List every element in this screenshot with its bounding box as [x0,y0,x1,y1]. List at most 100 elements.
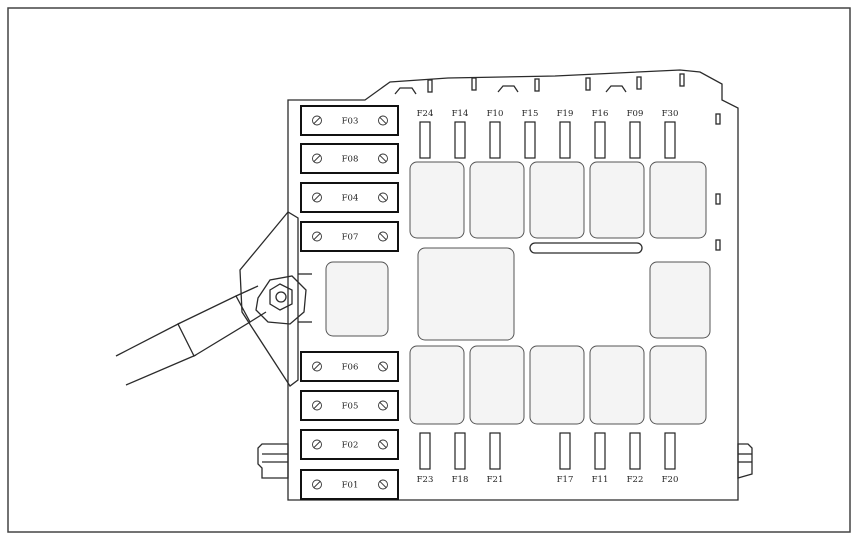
screw-slot [379,441,387,448]
mini-fuse-slot [629,432,641,470]
screw-icon [378,361,388,372]
mini-fuse: F24 [417,109,434,159]
right-side-tab [737,443,753,479]
maxi-fuse: F05 [300,390,399,421]
screw-slot [313,194,321,201]
top-notches [394,73,685,95]
mini-fuse-slot [524,121,536,159]
maxi-fuse: F03 [300,105,399,136]
relay-cavity [409,161,465,239]
mini-fuse-slot [454,432,466,470]
relay-cavity [417,247,515,341]
power-cable [115,285,267,386]
mini-fuse: F18 [452,432,469,485]
mini-fuse: F21 [487,432,503,485]
mini-fuse-slot [629,121,641,159]
relay-cavity [589,345,645,425]
fuse-box-body [287,69,739,501]
screw-icon [312,400,322,411]
mini-fuse-label: F22 [627,475,644,485]
relay-cavity [589,161,645,239]
mini-fuse-slot [594,121,606,159]
screw-icon [312,479,322,490]
mini-fuse: F10 [487,109,504,159]
mini-fuse-label: F30 [662,109,679,119]
mini-fuse-label: F11 [592,475,609,485]
maxi-fuse: F06 [300,351,399,382]
mini-fuse: F14 [452,109,469,159]
relay-cavity [469,345,525,425]
screw-icon [378,400,388,411]
mini-fuse-label: F10 [487,109,504,119]
relay-cavity [649,345,707,425]
mini-fuse-label: F16 [592,109,609,119]
mini-fuse-slot [454,121,466,159]
screw-icon [312,361,322,372]
screw-icon [378,479,388,490]
relay-cavity [469,161,525,239]
screw-slot [379,117,387,124]
screw-icon [378,153,388,164]
maxi-fuse-label: F08 [342,155,359,165]
mini-fuse-label: F09 [627,109,644,119]
screw-slot [379,481,387,488]
maxi-fuse-label: F05 [342,402,359,412]
mini-fuse-label: F17 [557,475,574,485]
maxi-fuse-label: F02 [342,441,359,451]
screw-icon [312,192,322,203]
left-side-tab [257,443,289,479]
maxi-fuse-label: F03 [342,117,359,127]
screw-slot [379,233,387,240]
relay-cavity [649,261,711,339]
mini-fuse: F23 [417,432,433,485]
screw-slot [313,155,321,162]
mini-fuse-slot [559,121,571,159]
mini-fuse-slot [559,432,571,470]
mini-fuse-slot [419,121,431,159]
relay-cavity [529,345,585,425]
mini-fuse-slot [664,432,676,470]
mini-fuse: F30 [662,109,679,159]
maxi-fuse-label: F07 [342,233,359,243]
mini-fuse-label: F20 [662,475,679,485]
mini-fuse-label: F18 [452,475,469,485]
mini-fuse-label: F14 [452,109,469,119]
mini-fuse-slot [419,432,431,470]
maxi-fuse-body [300,143,399,174]
screw-slot [313,363,321,370]
terminal-nut-icon [255,273,312,325]
maxi-fuse: F04 [300,182,399,213]
mini-fuse: F15 [522,109,539,159]
maxi-fuse-label: F01 [342,481,359,491]
mini-fuse-label: F15 [522,109,539,119]
screw-slot [313,481,321,488]
maxi-fuse-body [300,182,399,213]
mini-fuse-slot [489,121,501,159]
mini-fuse-label: F19 [557,109,574,119]
screw-icon [312,231,322,242]
relay-slot [529,242,643,254]
relay-cavities [325,161,711,425]
screw-slot [379,194,387,201]
screw-slot [313,117,321,124]
maxi-fuse: F08 [300,143,399,174]
mini-fuse: F20 [662,432,679,485]
screw-slot [313,441,321,448]
screw-icon [312,439,322,450]
maxi-fuse: F01 [300,469,399,500]
screw-icon [378,439,388,450]
mini-fuse: F16 [592,109,609,159]
screw-slot [379,363,387,370]
maxi-fuse: F07 [300,221,399,252]
screw-icon [378,192,388,203]
relay-cavity [529,161,585,239]
maxi-fuse: F02 [300,429,399,460]
mini-fuse-label: F24 [417,109,434,119]
side-tab-ribs [262,453,752,463]
maxi-fuse-label: F06 [342,363,359,373]
screw-slot [379,155,387,162]
cable-bracket [239,211,299,387]
